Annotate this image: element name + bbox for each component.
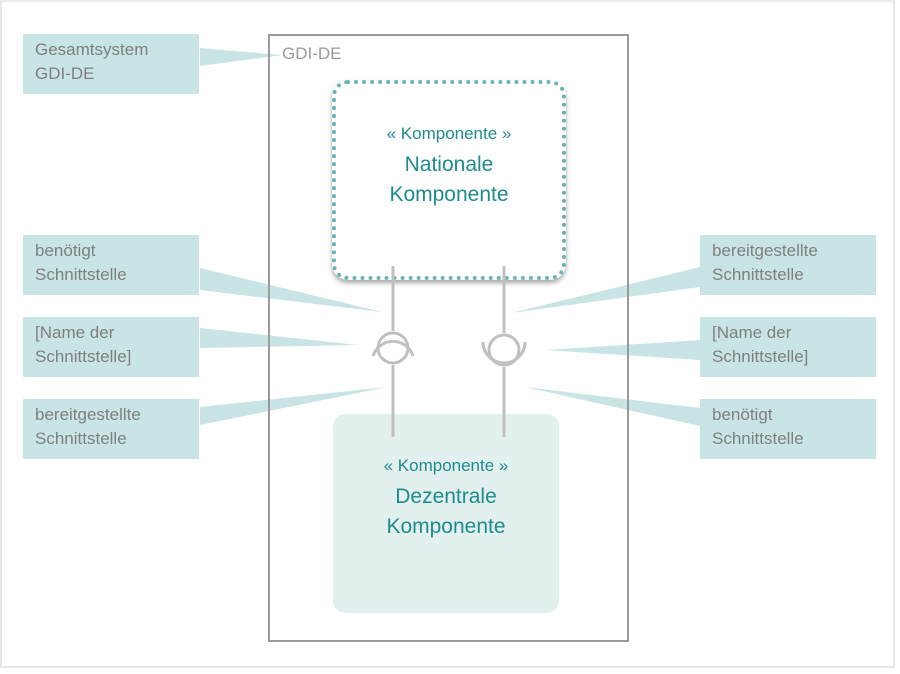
callout-line1: bereitgestellte xyxy=(35,405,141,424)
callout-line1: Gesamtsystem xyxy=(35,40,149,59)
provided-interface-ball-icon xyxy=(487,333,521,367)
component-national[interactable]: « Komponente » Nationale Komponente xyxy=(332,80,566,280)
callout-system: Gesamtsystem GDI-DE xyxy=(23,34,199,94)
component-name-line1: Nationale xyxy=(404,153,494,176)
callout-line2: Schnittstelle] xyxy=(712,347,809,366)
system-label: GDI-DE xyxy=(282,44,342,63)
callout-right-name: [Name der Schnittstelle] xyxy=(700,317,876,377)
callout-line2: Schnittstelle xyxy=(712,265,804,284)
pointer-left-name xyxy=(200,328,358,348)
callout-line1: benötigt xyxy=(712,405,773,424)
callout-line2: Schnittstelle xyxy=(35,429,127,448)
provided-interface-ball-icon xyxy=(376,331,410,365)
callout-left-name: [Name der Schnittstelle] xyxy=(23,317,199,377)
required-interface-socket-icon xyxy=(371,339,415,357)
required-interface-socket-icon xyxy=(481,341,527,365)
callout-line1: [Name der xyxy=(35,323,115,342)
component-stereotype: « Komponente » xyxy=(383,456,509,475)
callout-line1: bereitgestellte xyxy=(712,241,818,260)
component-dezentral[interactable]: « Komponente » Dezentrale Komponente xyxy=(333,414,559,613)
callout-line2: GDI-DE xyxy=(35,64,95,83)
callout-left-required: benötigt Schnittstelle xyxy=(23,235,199,295)
callout-left-provided: bereitgestellte Schnittstelle xyxy=(23,399,199,459)
component-name-line2: Komponente xyxy=(389,183,509,206)
callout-line2: Schnittstelle xyxy=(35,265,127,284)
system-boundary xyxy=(268,34,629,642)
callout-line1: benötigt xyxy=(35,241,96,260)
callout-line2: Schnittstelle xyxy=(712,429,804,448)
callout-right-required: benötigt Schnittstelle xyxy=(700,399,876,459)
pointer-right-required xyxy=(525,387,700,426)
pointer-right-provided xyxy=(511,267,700,313)
pointer-system xyxy=(200,48,282,66)
pointer-left-provided xyxy=(200,387,387,425)
callout-line2: Schnittstelle] xyxy=(35,347,132,366)
component-stereotype: « Komponente » xyxy=(386,124,512,143)
component-name-line1: Dezentrale xyxy=(395,485,497,508)
pointer-right-name xyxy=(545,340,700,360)
component-name-line2: Komponente xyxy=(386,515,506,538)
callout-right-provided: bereitgestellte Schnittstelle xyxy=(700,235,876,295)
callout-line1: [Name der xyxy=(712,323,792,342)
pointer-left-required xyxy=(200,268,382,312)
